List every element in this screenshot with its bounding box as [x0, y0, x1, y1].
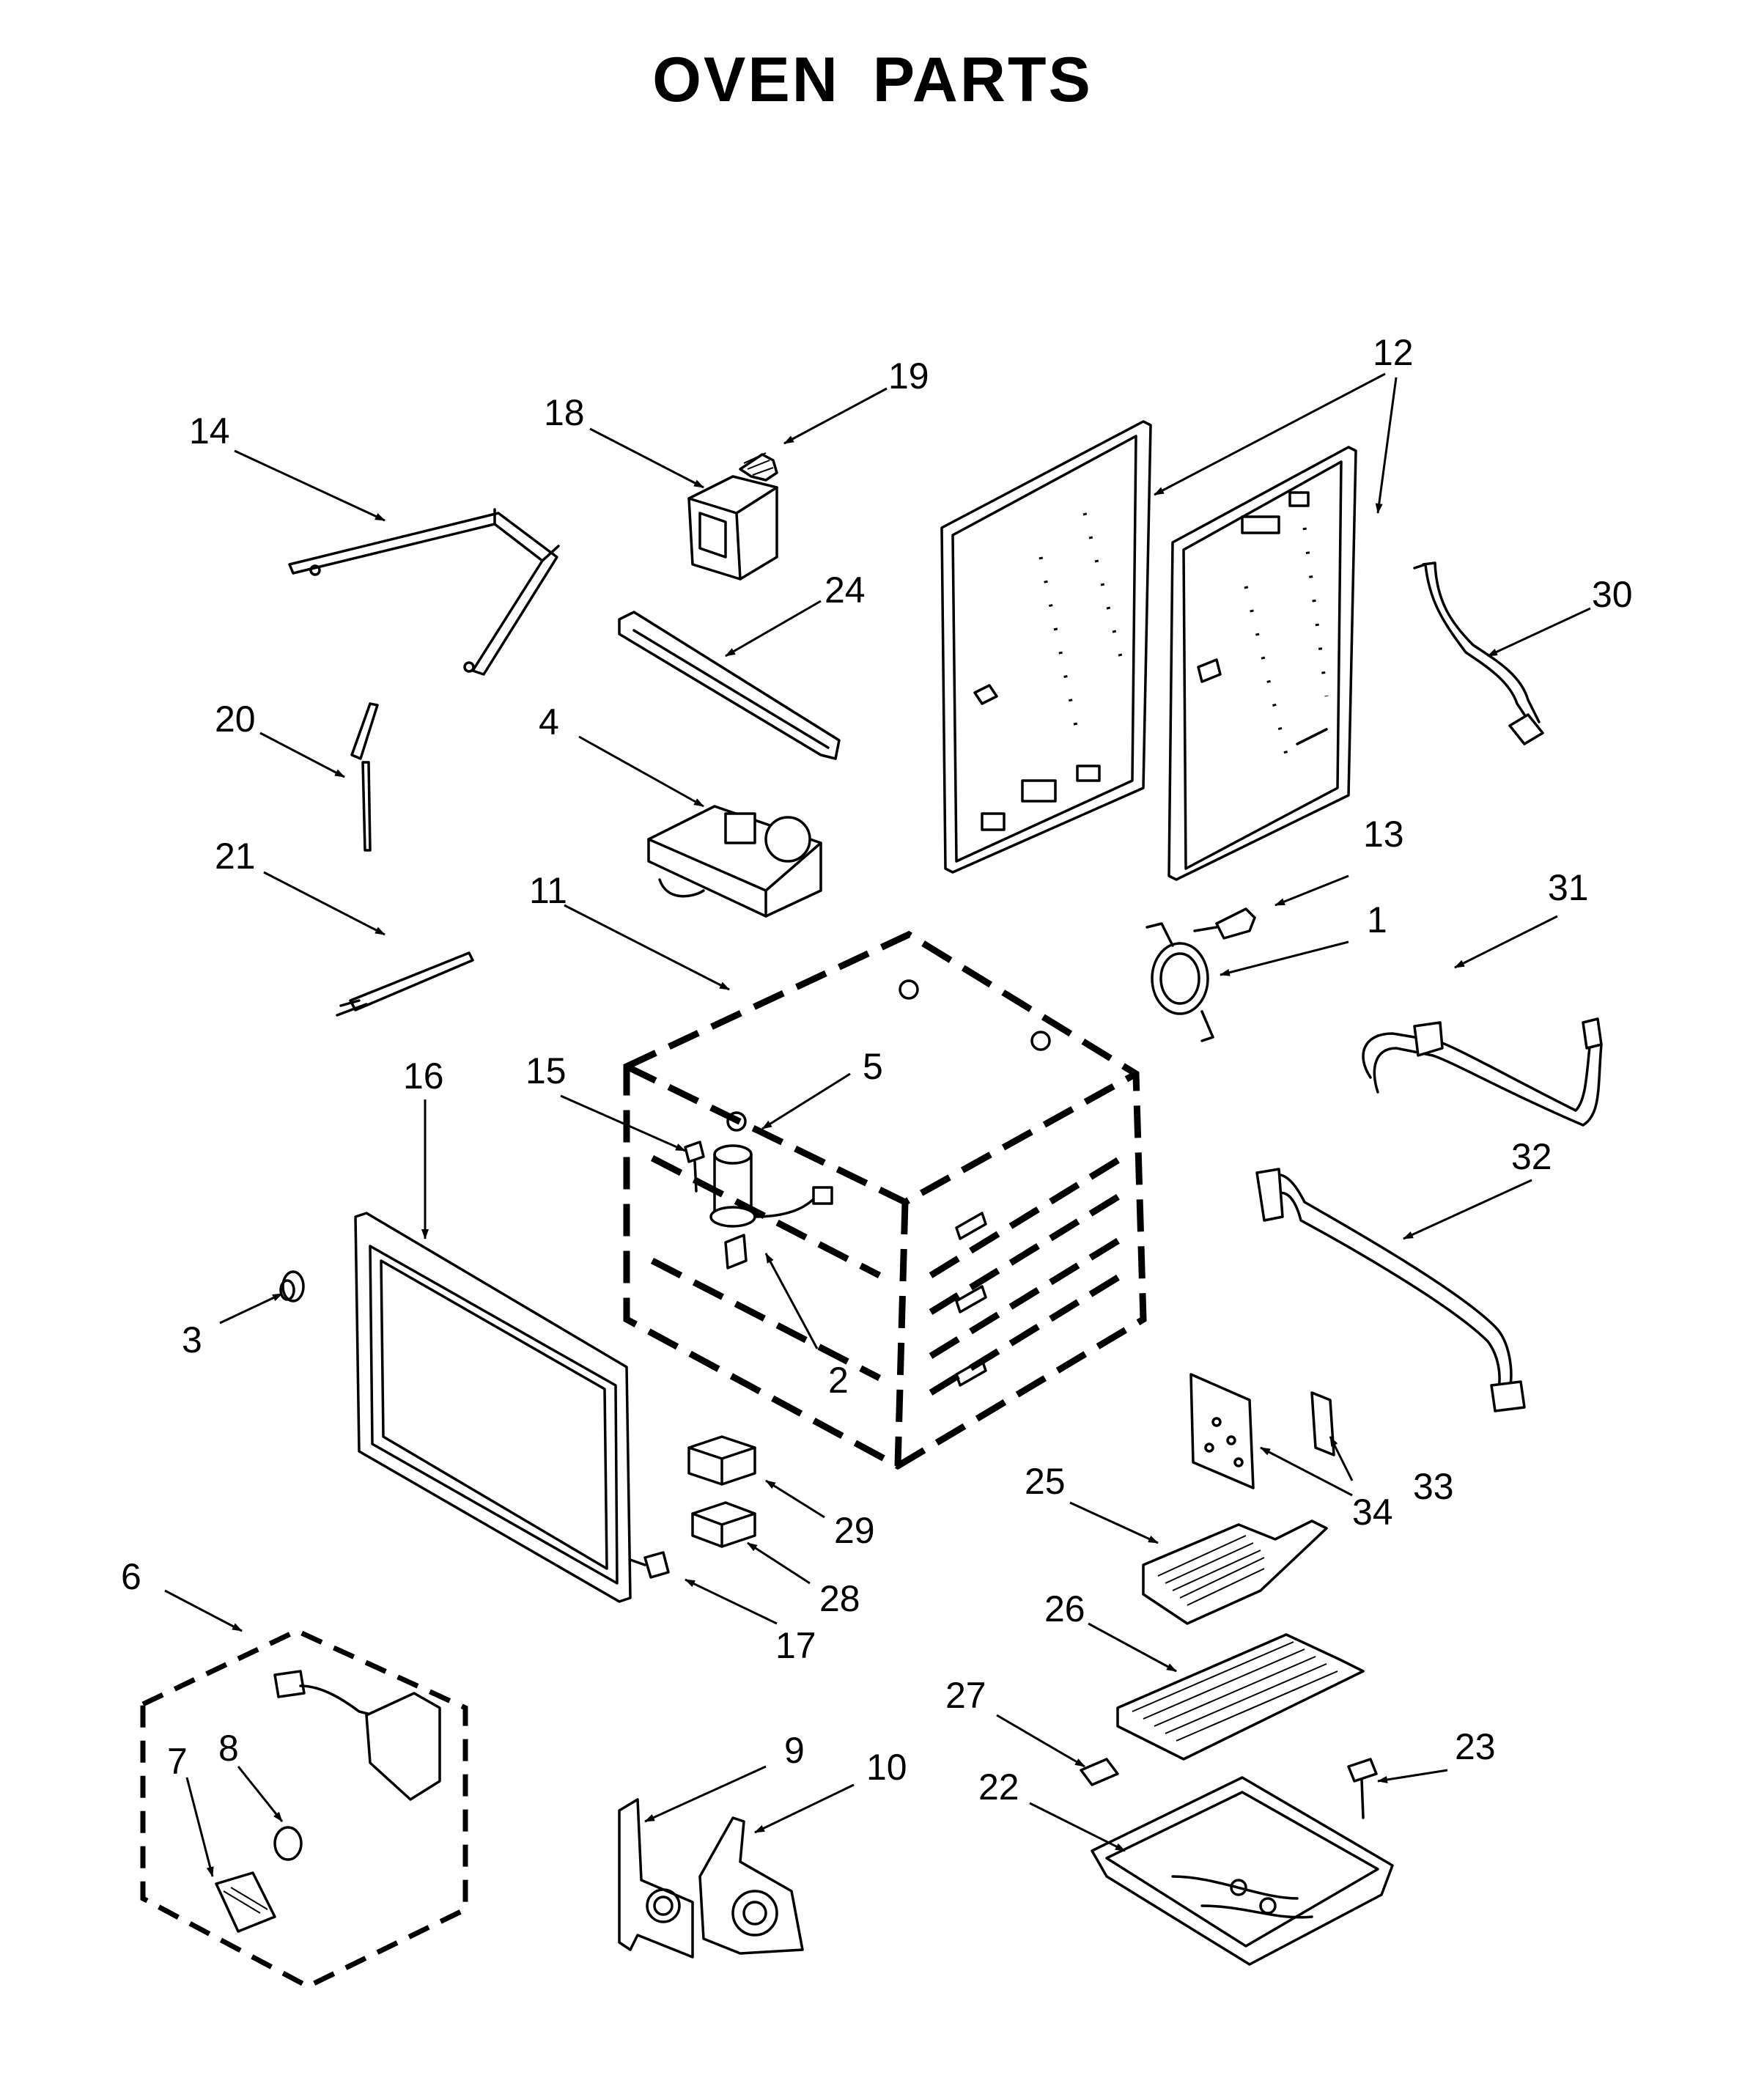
part-25-burner	[1142, 1519, 1328, 1625]
callout-12: 12	[1373, 332, 1414, 373]
callout-31: 31	[1548, 867, 1589, 908]
callout-8: 8	[218, 1728, 239, 1769]
callout-28: 28	[819, 1578, 860, 1619]
callout-14: 14	[189, 410, 230, 452]
callout-29: 29	[834, 1510, 875, 1551]
part-34-plate	[1189, 1373, 1255, 1489]
part-31-tube	[1362, 1017, 1603, 1127]
leader-lines	[164, 372, 1591, 1877]
callout-6: 6	[121, 1556, 141, 1597]
callout-15: 15	[525, 1050, 567, 1091]
part-17-screw	[629, 1551, 670, 1579]
callout-34: 34	[1352, 1492, 1393, 1533]
callout-18: 18	[544, 392, 585, 433]
callout-13: 13	[1363, 814, 1404, 855]
part-26-grate	[1116, 1633, 1365, 1761]
callout-1: 1	[1367, 899, 1387, 940]
part-10-hinge	[698, 1816, 804, 1955]
part-19-screw	[739, 452, 778, 482]
callout-33: 33	[1413, 1466, 1454, 1507]
part-2-terminal	[724, 1234, 748, 1270]
part-6-assembly	[140, 1628, 468, 1989]
callout-10: 10	[866, 1747, 907, 1788]
callout-30: 30	[1592, 574, 1633, 615]
part-9-hinge	[618, 1798, 694, 1959]
part-30-tube	[1413, 561, 1544, 745]
callout-2: 2	[828, 1360, 849, 1401]
part-15-screw	[684, 1141, 705, 1193]
callout-25: 25	[1025, 1461, 1066, 1502]
part-29-bracket	[687, 1435, 756, 1486]
callout-20: 20	[215, 699, 256, 740]
part-12-panel-left	[940, 420, 1152, 874]
callout-24: 24	[824, 570, 866, 611]
part-22-tray	[1091, 1776, 1394, 1966]
part-3-knob	[279, 1270, 305, 1303]
callout-21: 21	[215, 836, 256, 877]
part-27-clip	[1080, 1758, 1119, 1786]
part-18-box	[687, 475, 778, 581]
callout-labels: 14 18 19 12 24 30 20 4 21 11 13 1 31 15 …	[121, 332, 1633, 1808]
callout-17: 17	[775, 1625, 816, 1666]
part-13-screw	[1193, 907, 1256, 940]
part-4-mechanism	[647, 805, 822, 918]
callout-32: 32	[1511, 1136, 1552, 1177]
callout-11: 11	[529, 870, 567, 911]
part-24-bar	[618, 611, 841, 760]
part-16-frame	[354, 1212, 632, 1603]
callout-4: 4	[539, 701, 559, 743]
part-21-rod	[336, 951, 474, 1017]
part-11-oven-cavity	[623, 930, 1147, 1470]
callout-27: 27	[945, 1675, 986, 1716]
callout-16: 16	[403, 1055, 444, 1097]
callout-19: 19	[888, 355, 929, 397]
part-1-valve	[1145, 922, 1214, 1042]
page-title: OVEN PARTS	[652, 45, 1093, 115]
callout-3: 3	[182, 1319, 202, 1360]
callout-22: 22	[978, 1766, 1019, 1808]
part-14-bracket	[288, 508, 560, 676]
callout-7: 7	[167, 1741, 188, 1782]
part-5-igniter	[709, 1144, 833, 1228]
part-28-block	[691, 1501, 756, 1548]
callout-26: 26	[1044, 1588, 1085, 1629]
callout-5: 5	[863, 1046, 883, 1087]
part-33-clip	[1310, 1391, 1335, 1456]
part-32-tube	[1255, 1168, 1526, 1412]
callout-23: 23	[1455, 1726, 1496, 1767]
part-12-panel-right	[1167, 446, 1357, 881]
part-23-screw	[1347, 1758, 1378, 1819]
callout-9: 9	[784, 1730, 805, 1771]
part-20-probe	[350, 702, 379, 852]
